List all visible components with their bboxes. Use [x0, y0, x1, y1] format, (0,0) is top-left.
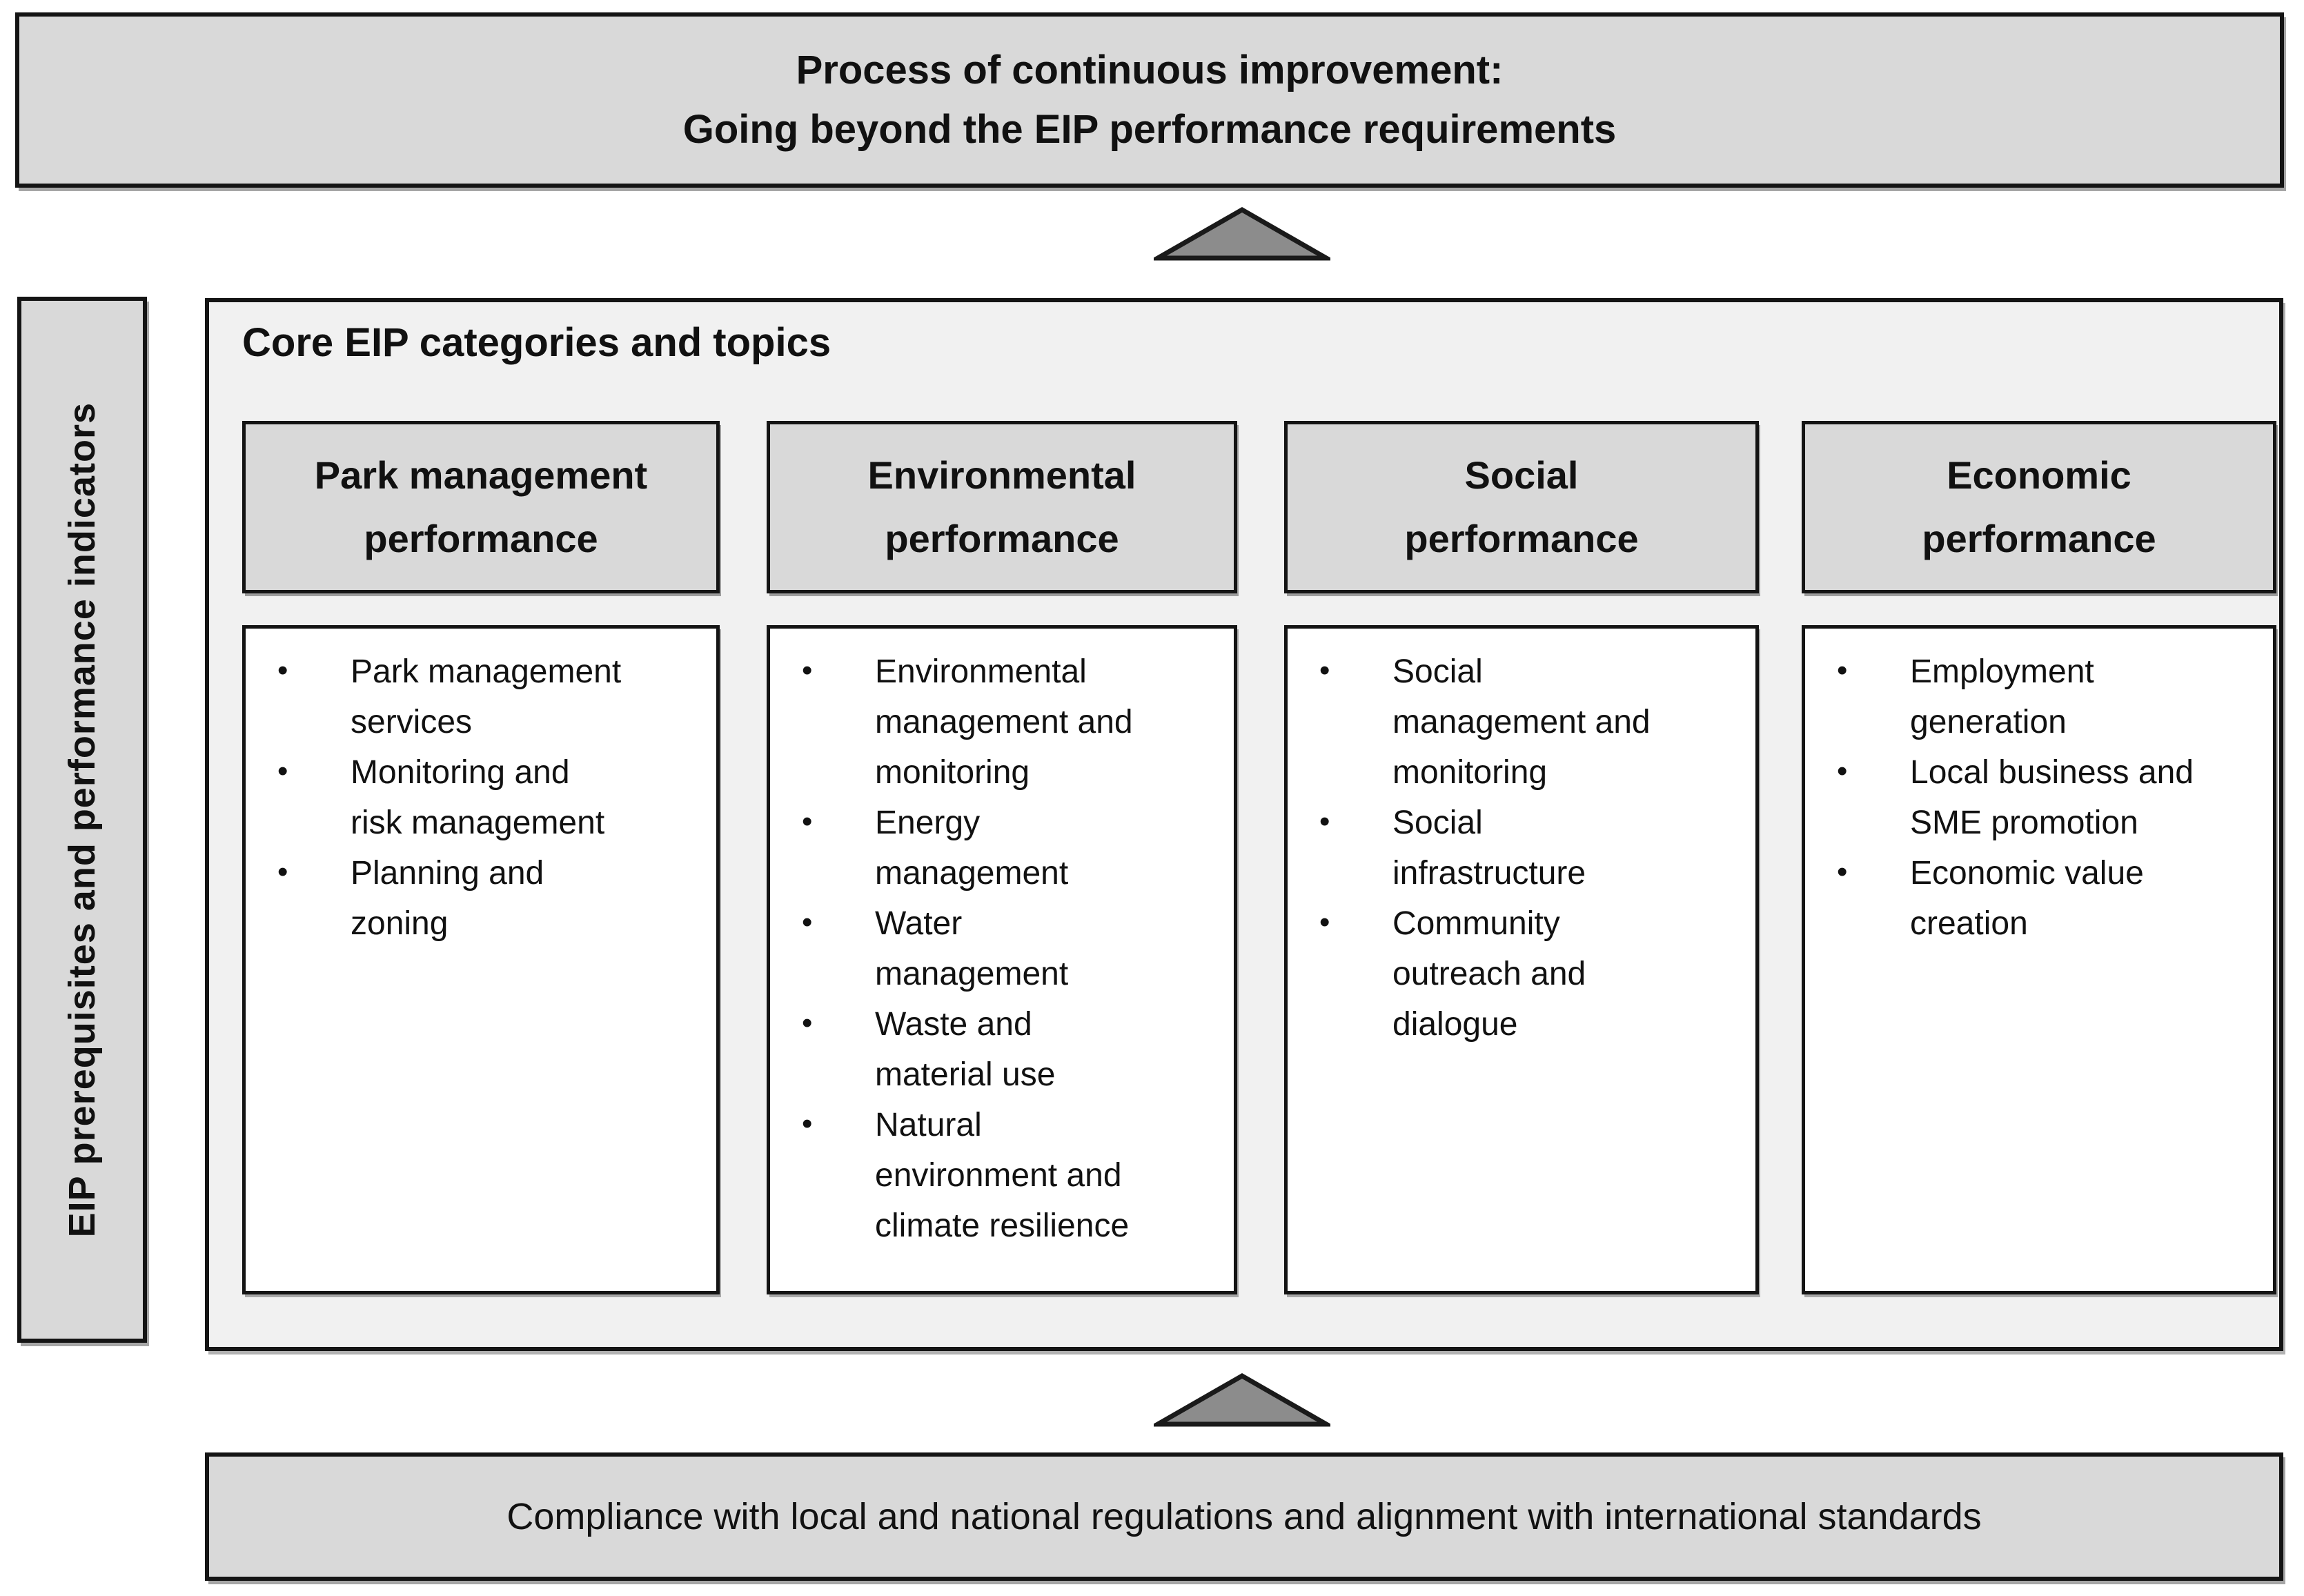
bullet-icon: •	[1319, 805, 1330, 838]
up-arrow-icon	[1154, 206, 1330, 261]
bullet-icon: •	[1837, 653, 1848, 687]
bullet-icon: •	[277, 855, 288, 889]
core-categories-box: Core EIP categories and topics Park mana…	[205, 298, 2283, 1351]
topic-line: Water	[875, 905, 963, 942]
category-topics-box: • Social management and monitoring • Soc…	[1284, 625, 1759, 1294]
category-header-line: Park management	[314, 453, 648, 497]
bullet-icon: •	[1837, 754, 1848, 788]
list-item: • Social infrastructure	[1288, 798, 1742, 898]
main-title: Core EIP categories and topics	[242, 320, 831, 365]
list-item: • Monitoring and risk management	[246, 747, 702, 848]
category-topics-box: • Park management services • Monitoring …	[242, 625, 720, 1294]
sidebar-label: EIP prerequisites and performance indica…	[61, 402, 103, 1238]
bullet-icon: •	[277, 653, 288, 687]
top-banner: Process of continuous improvement: Going…	[15, 12, 2284, 188]
category-topics-box: • Environmental management and monitorin…	[767, 625, 1237, 1294]
category-column-park-management: Park management performance • Park manag…	[242, 302, 720, 1347]
topic-line: outreach and	[1392, 956, 1586, 992]
bottom-banner: Compliance with local and national regul…	[205, 1452, 2283, 1581]
topic-line: zoning	[351, 905, 449, 942]
bullet-icon: •	[802, 653, 813, 687]
topic-line: services	[351, 704, 473, 740]
topic-line: Local business and	[1910, 754, 2194, 791]
topic-list: • Environmental management and monitorin…	[770, 629, 1234, 1251]
topic-line: material use	[875, 1056, 1056, 1093]
topic-list: • Social management and monitoring • Soc…	[1288, 629, 1755, 1050]
topic-line: monitoring	[875, 754, 1030, 791]
bottom-banner-label: Compliance with local and national regul…	[506, 1496, 1982, 1537]
bullet-icon: •	[277, 754, 288, 788]
topic-line: environment and	[875, 1157, 1122, 1194]
up-arrow-icon	[1154, 1372, 1330, 1427]
topic-line: infrastructure	[1392, 855, 1586, 891]
topic-line: Economic value	[1910, 855, 2144, 891]
topic-line: Employment	[1910, 653, 2094, 690]
topic-line: Natural	[875, 1107, 982, 1143]
list-item: • Economic value creation	[1805, 848, 2259, 949]
sidebar-prerequisites: EIP prerequisites and performance indica…	[17, 297, 147, 1343]
category-header: Environmental performance	[767, 421, 1237, 593]
category-column-environmental: Environmental performance • Environmenta…	[767, 302, 1237, 1347]
topic-line: Social	[1392, 805, 1483, 841]
bullet-icon: •	[802, 905, 813, 939]
topic-line: Environmental	[875, 653, 1087, 690]
topic-line: monitoring	[1392, 754, 1548, 791]
topic-line: risk management	[351, 805, 605, 841]
list-item: • Environmental management and monitorin…	[770, 647, 1220, 798]
bullet-icon: •	[1319, 653, 1330, 687]
topic-line: management	[875, 855, 1069, 891]
topic-line: creation	[1910, 905, 2028, 942]
topic-line: climate resilience	[875, 1208, 1130, 1244]
list-item: • Park management services	[246, 647, 702, 747]
topic-line: Community	[1392, 905, 1560, 942]
topic-line: Park management	[351, 653, 622, 690]
category-header-line: performance	[1404, 517, 1639, 560]
list-item: • Local business and SME promotion	[1805, 747, 2259, 848]
list-item: • Community outreach and dialogue	[1288, 898, 1742, 1050]
topic-line: management and	[875, 704, 1133, 740]
topic-line: generation	[1910, 704, 2067, 740]
bullet-icon: •	[802, 1107, 813, 1141]
top-banner-line-2: Going beyond the EIP performance require…	[682, 107, 1617, 152]
list-item: • Energy management	[770, 798, 1220, 898]
list-item: • Social management and monitoring	[1288, 647, 1742, 798]
category-header: Park management performance	[242, 421, 720, 593]
bullet-icon: •	[1837, 855, 1848, 889]
category-header: Social performance	[1284, 421, 1759, 593]
category-column-economic: Economic performance • Employment genera…	[1802, 302, 2276, 1347]
category-header: Economic performance	[1802, 421, 2276, 593]
bullet-icon: •	[1319, 905, 1330, 939]
topic-line: Monitoring and	[351, 754, 570, 791]
topic-list: • Employment generation • Local business…	[1805, 629, 2273, 949]
category-header-line: Economic	[1947, 453, 2131, 497]
list-item: • Employment generation	[1805, 647, 2259, 747]
topic-line: Social	[1392, 653, 1483, 690]
topic-line: management and	[1392, 704, 1651, 740]
list-item: • Water management	[770, 898, 1220, 999]
top-banner-line-1: Process of continuous improvement:	[796, 48, 1504, 92]
list-item: • Waste and material use	[770, 999, 1220, 1100]
topic-line: Waste and	[875, 1006, 1032, 1043]
category-column-social: Social performance • Social management a…	[1284, 302, 1759, 1347]
category-header-line: performance	[1922, 517, 2156, 560]
topic-line: management	[875, 956, 1069, 992]
topic-list: • Park management services • Monitoring …	[246, 629, 716, 949]
topic-line: Planning and	[351, 855, 544, 891]
category-header-line: performance	[364, 517, 598, 560]
bullet-icon: •	[802, 1006, 813, 1040]
topic-line: SME promotion	[1910, 805, 2138, 841]
topic-line: Energy	[875, 805, 981, 841]
category-header-line: Social	[1464, 453, 1579, 497]
bullet-icon: •	[802, 805, 813, 838]
list-item: • Natural environment and climate resili…	[770, 1100, 1220, 1251]
list-item: • Planning and zoning	[246, 848, 702, 949]
category-topics-box: • Employment generation • Local business…	[1802, 625, 2276, 1294]
category-header-line: performance	[885, 517, 1119, 560]
category-header-line: Environmental	[867, 453, 1136, 497]
topic-line: dialogue	[1392, 1006, 1518, 1043]
